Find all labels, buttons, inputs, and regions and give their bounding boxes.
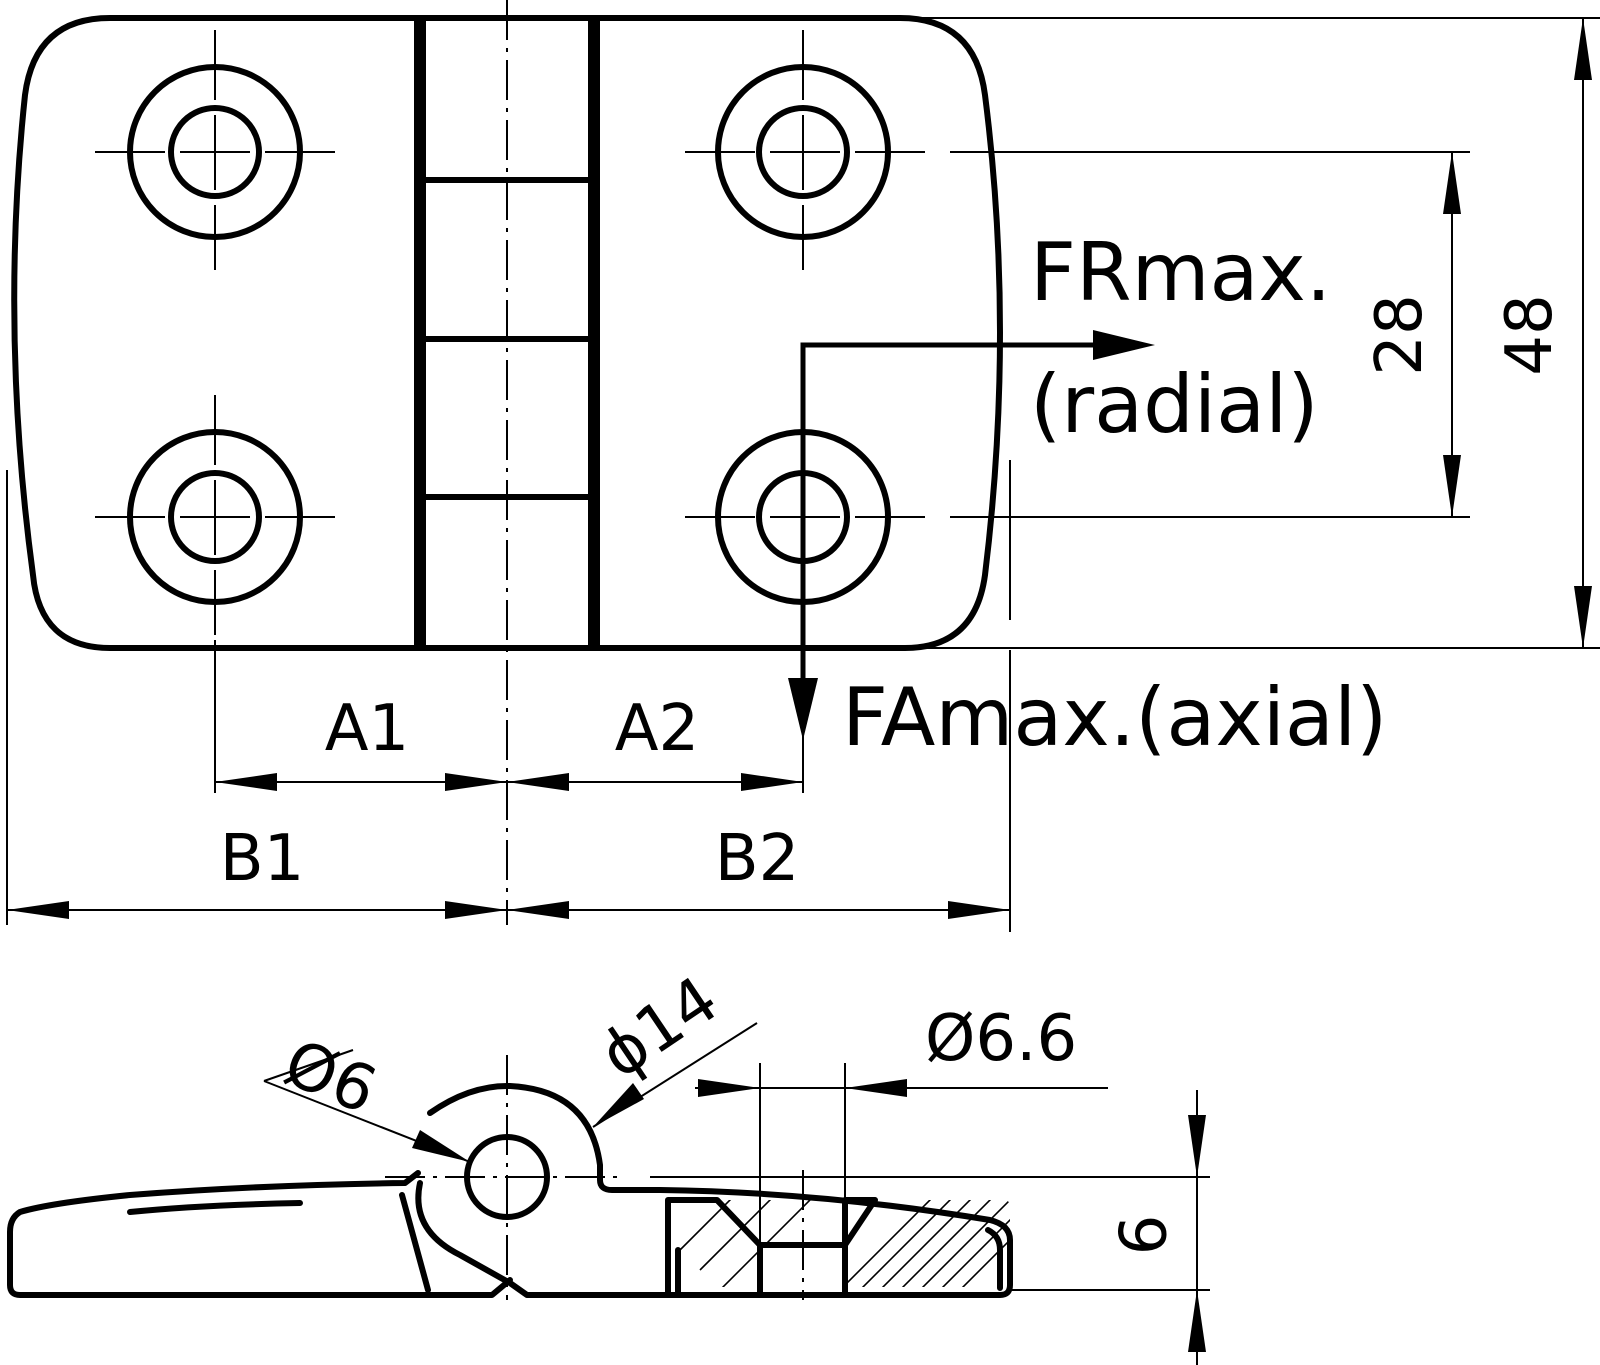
side-left-leaf-bevel	[399, 1192, 431, 1293]
force-indicators: FRmax. (radial) FAmax.(axial)	[788, 226, 1387, 764]
label-a2: A2	[615, 692, 700, 766]
label-d14: ϕ14	[588, 963, 732, 1093]
label-28: 28	[1363, 294, 1437, 375]
side-right-rim	[985, 1227, 1003, 1291]
hinge-top-view	[11, 0, 1470, 925]
side-view-dimensions: Ø6 ϕ14 Ø6.6 9	[263, 963, 1210, 1365]
side-knuckle	[415, 1082, 1013, 1298]
dimension-b	[7, 901, 1010, 919]
label-d6: Ø6	[274, 1026, 386, 1129]
label-radial: (radial)	[1030, 358, 1319, 451]
side-countersink	[665, 1197, 878, 1298]
axial-force-arrow	[788, 678, 818, 740]
label-fa-max: FAmax.(axial)	[842, 671, 1387, 764]
radial-force-arrow	[1093, 330, 1155, 360]
side-left-leaf	[7, 1170, 513, 1298]
label-b2: B2	[715, 822, 800, 896]
label-b1: B1	[220, 822, 305, 896]
label-a1: A1	[325, 692, 410, 766]
top-view-dimensions: A1 A2 B1 B2 28 48	[6, 17, 1600, 932]
hinge-outline	[11, 15, 1003, 651]
radial-force-line	[800, 342, 1100, 710]
label-d66: Ø6.6	[925, 1002, 1077, 1076]
dimension-a	[215, 773, 803, 791]
label-48: 48	[1493, 294, 1567, 375]
dimension-48	[1574, 18, 1592, 648]
label-9: 9	[1103, 1215, 1177, 1256]
side-left-leaf-groove	[127, 1200, 303, 1215]
dimension-28	[1443, 152, 1461, 517]
hinge-side-view	[7, 1055, 1013, 1300]
label-fr-max: FRmax.	[1030, 226, 1331, 319]
side-section-hatching	[679, 1200, 1010, 1287]
hole-center-lines	[95, 30, 1470, 635]
